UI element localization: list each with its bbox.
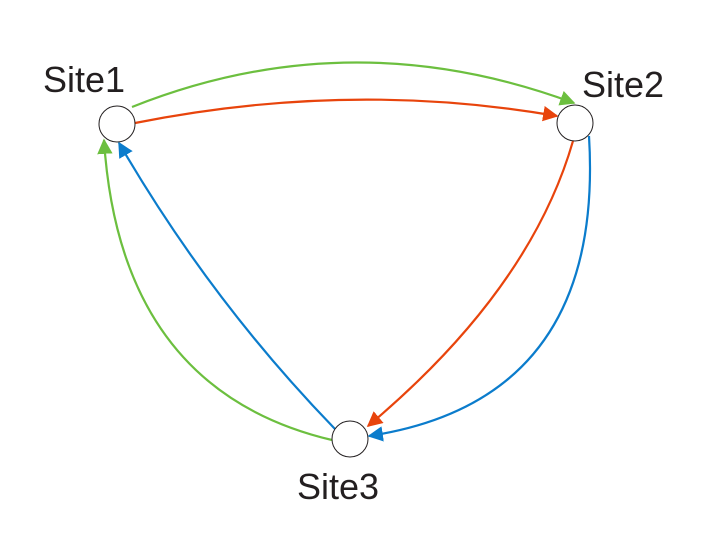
edge-site3-site1-blue (118, 141, 336, 430)
site1-label: Site1 (43, 59, 126, 100)
edge-site3-site1-green (97, 138, 333, 442)
edge-site1-site2-green (131, 61, 576, 109)
node-site1 (98, 105, 136, 143)
edge-site2-site3-blue (367, 135, 592, 442)
node-site3 (331, 420, 369, 458)
site3-label: Site3 (297, 466, 380, 507)
edge-site2-site3-red (366, 140, 575, 427)
node-site2 (556, 104, 594, 142)
site2-label: Site2 (582, 64, 665, 105)
edge-site1-site2-red (134, 98, 559, 125)
